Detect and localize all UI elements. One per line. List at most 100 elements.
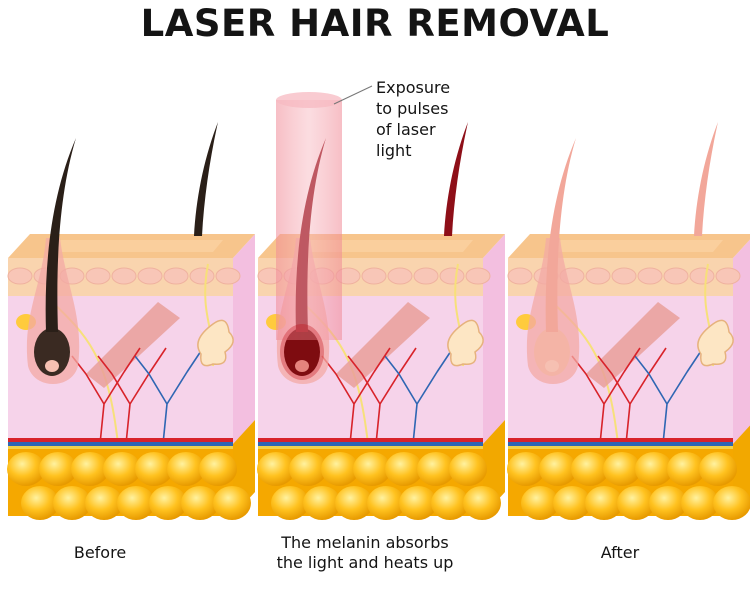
vein: [258, 442, 483, 446]
capillary-branch: [71, 347, 141, 445]
fat-cell: [289, 452, 327, 486]
heated-melanin-glow: [280, 324, 324, 380]
vein: [508, 442, 733, 446]
nerve-bundle: [508, 446, 733, 449]
epidermis-cell: [585, 267, 611, 285]
dermal-papilla: [295, 360, 309, 372]
diagram-title: LASER HAIR REMOVAL: [140, 2, 610, 45]
epidermis-cell: [387, 267, 413, 285]
fat-cell: [681, 486, 719, 520]
hair-shaft: [545, 138, 576, 332]
fat-cell: [507, 452, 545, 486]
capillary-branch: [597, 347, 667, 445]
hair-bulb: [34, 328, 70, 376]
epidermis-cell: [663, 267, 689, 285]
fat-cell: [213, 486, 251, 520]
nerve-bundle: [258, 446, 483, 449]
hair-bulb: [534, 328, 570, 376]
epidermis-cell: [111, 267, 137, 285]
fat-cell: [699, 452, 737, 486]
fat-cell: [635, 452, 673, 486]
sweat-gland: [447, 319, 484, 367]
skin-block-during: [257, 92, 505, 520]
fat-cell: [39, 452, 77, 486]
hair-shaft-secondary: [194, 122, 218, 236]
caption-line: the light and heats up: [276, 553, 454, 572]
fat-cell: [85, 486, 123, 520]
laser-annotation: Exposure to pulses of laser light: [376, 77, 496, 161]
epidermis-cell: [465, 267, 491, 285]
epidermis-cell: [439, 267, 465, 285]
skin-surface-highlight: [548, 240, 723, 252]
fat-cell: [117, 486, 155, 520]
dermal-papilla: [545, 360, 559, 372]
laser-annotation-line: of laser: [376, 120, 436, 139]
vein: [8, 442, 233, 446]
skin-block-after: [507, 122, 750, 520]
fat-cell: [167, 452, 205, 486]
caption-line: After: [600, 543, 640, 562]
caption-line: The melanin absorbs: [281, 533, 449, 552]
fat-cell: [181, 486, 219, 520]
fat-cell: [257, 452, 295, 486]
hair-shaft: [45, 138, 76, 332]
fat-cell: [385, 452, 423, 486]
epidermis-cell: [137, 267, 163, 285]
epidermis-cell: [189, 267, 215, 285]
arrector-muscle: [336, 302, 430, 388]
fat-cell: [463, 486, 501, 520]
capillary-branch: [634, 347, 704, 445]
sweat-gland: [697, 319, 734, 367]
fat-cell: [199, 452, 237, 486]
caption-after: After: [560, 543, 680, 563]
epidermis-cell: [637, 267, 663, 285]
capillary-branch: [134, 347, 204, 445]
arrector-muscle: [86, 302, 180, 388]
skin-block-before: [7, 122, 255, 520]
fat-cell: [521, 486, 559, 520]
fat-cell: [135, 452, 173, 486]
capillary-branch: [384, 347, 454, 445]
fat-cell: [713, 486, 750, 520]
epidermis-cell: [689, 267, 715, 285]
epidermis-cell: [611, 267, 637, 285]
fat-cell: [431, 486, 469, 520]
artery: [8, 438, 233, 442]
epidermis-cell: [85, 267, 111, 285]
laser-annotation-line: to pulses: [376, 99, 449, 118]
hair-shaft-secondary: [694, 122, 718, 236]
epidermis-cell: [715, 267, 741, 285]
artery: [258, 438, 483, 442]
fat-cell: [617, 486, 655, 520]
fat-cell: [149, 486, 187, 520]
fat-cell: [321, 452, 359, 486]
fat-cell: [53, 486, 91, 520]
epidermis-cell: [361, 267, 387, 285]
fat-cell: [649, 486, 687, 520]
fat-cell: [271, 486, 309, 520]
laser-annotation-line: Exposure: [376, 78, 451, 97]
fat-cell: [367, 486, 405, 520]
fat-cell: [71, 452, 109, 486]
epidermis-cell: [7, 267, 33, 285]
sweat-gland: [197, 319, 234, 367]
fat-cell: [103, 452, 141, 486]
epidermis-cell: [507, 267, 533, 285]
caption-line: Before: [73, 543, 127, 562]
fat-cell: [553, 486, 591, 520]
caption-during: The melanin absorbs the light and heats …: [250, 533, 480, 573]
fat-cell: [7, 452, 45, 486]
fat-cell: [449, 452, 487, 486]
dermal-papilla: [45, 360, 59, 372]
capillary-branch: [347, 347, 417, 445]
fat-cell: [417, 452, 455, 486]
epidermis-cell: [215, 267, 241, 285]
fat-cell: [353, 452, 391, 486]
fat-cell: [303, 486, 341, 520]
arrector-muscle: [586, 302, 680, 388]
fat-cell: [21, 486, 59, 520]
epidermis-cell: [163, 267, 189, 285]
nerve-bundle: [8, 446, 233, 449]
capillary-branch: [571, 347, 641, 445]
skin-surface-highlight: [48, 240, 223, 252]
